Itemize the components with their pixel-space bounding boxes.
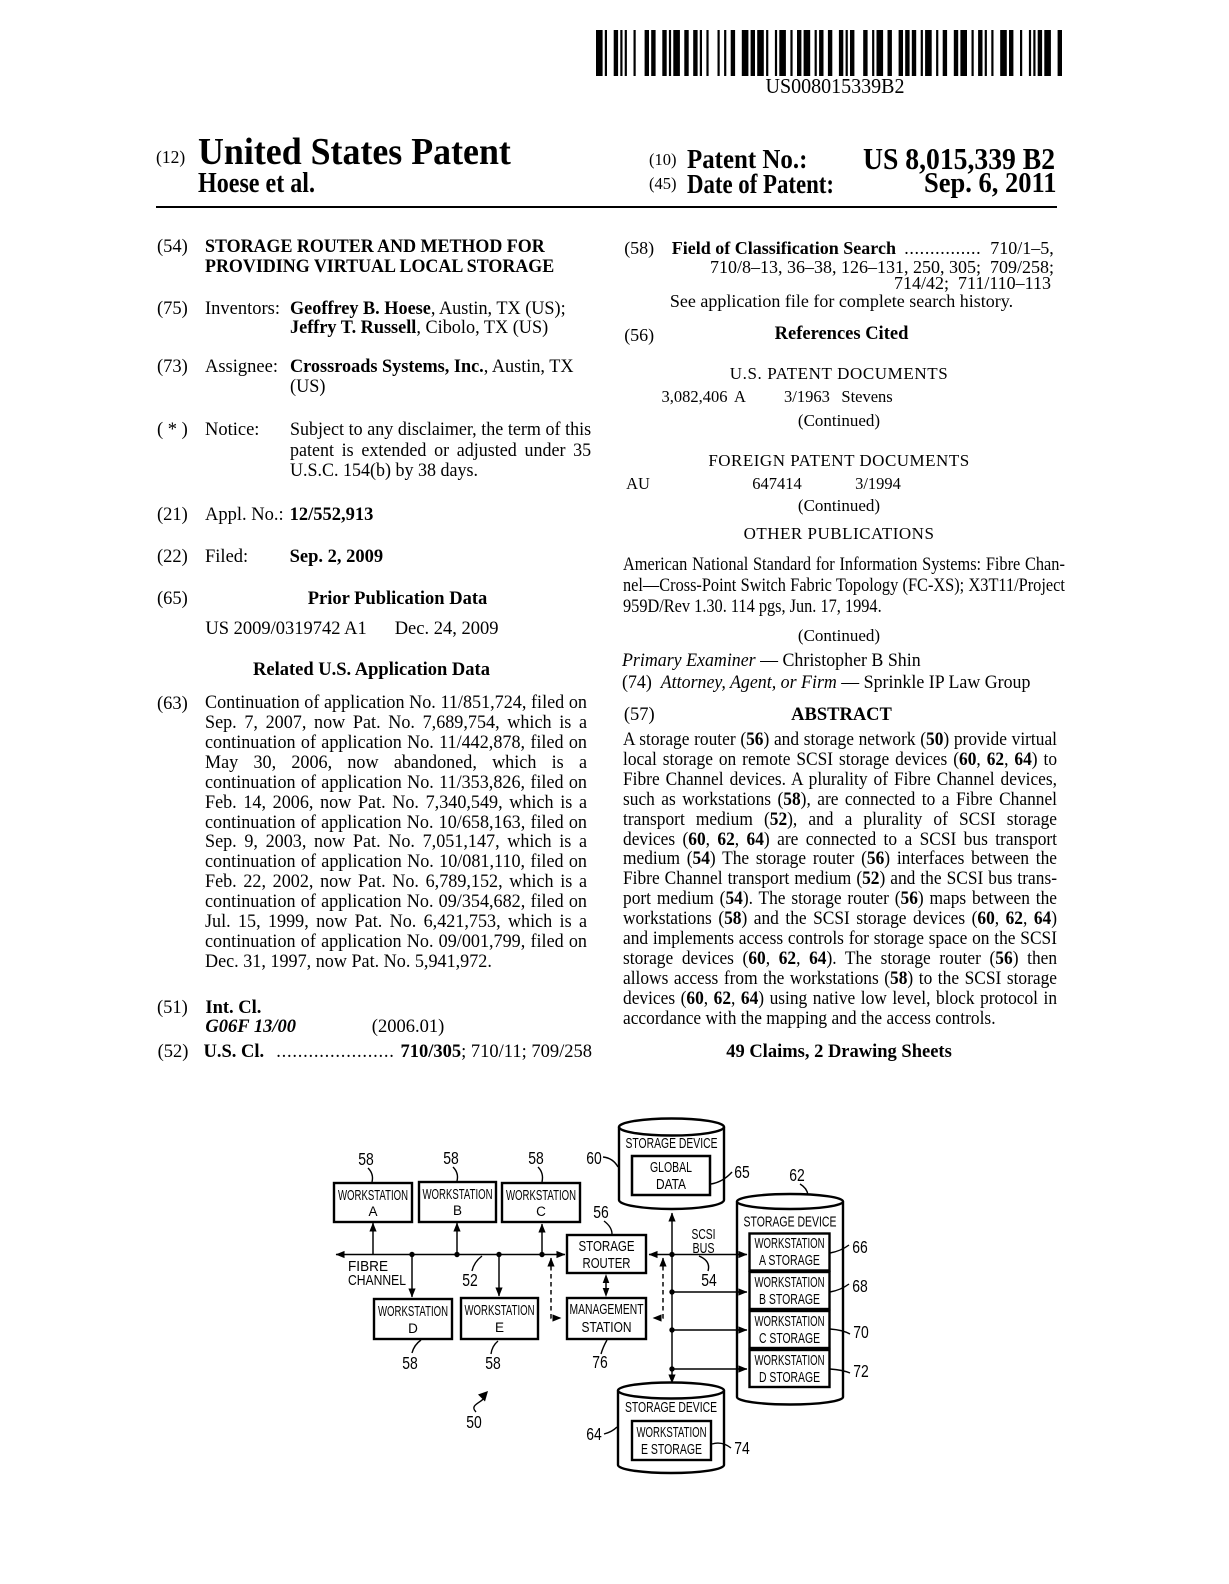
svg-text:76: 76	[592, 1352, 608, 1372]
svg-text:WORKSTATION: WORKSTATION	[637, 1425, 707, 1441]
svg-text:CHANNEL: CHANNEL	[348, 1273, 406, 1289]
svg-text:56: 56	[593, 1202, 609, 1222]
svg-text:STORAGE: STORAGE	[579, 1239, 635, 1255]
svg-text:64: 64	[586, 1424, 602, 1444]
svg-text:WORKSTATION: WORKSTATION	[506, 1188, 576, 1204]
svg-text:72: 72	[853, 1361, 869, 1381]
svg-text:65: 65	[734, 1162, 750, 1182]
svg-text:C STORAGE: C STORAGE	[759, 1331, 820, 1347]
svg-text:E STORAGE: E STORAGE	[641, 1442, 702, 1458]
svg-text:B: B	[453, 1203, 462, 1218]
svg-text:E: E	[495, 1320, 504, 1335]
svg-text:58: 58	[402, 1353, 418, 1373]
svg-text:WORKSTATION: WORKSTATION	[378, 1304, 448, 1320]
svg-text:A STORAGE: A STORAGE	[759, 1253, 820, 1269]
svg-text:BUS: BUS	[693, 1241, 715, 1257]
svg-text:SCSI: SCSI	[692, 1227, 716, 1243]
svg-text:WORKSTATION: WORKSTATION	[465, 1303, 535, 1319]
svg-text:ROUTER: ROUTER	[583, 1256, 631, 1272]
svg-text:C: C	[536, 1204, 546, 1219]
svg-text:STORAGE DEVICE: STORAGE DEVICE	[626, 1136, 718, 1152]
svg-text:62: 62	[789, 1165, 805, 1185]
svg-text:US008015339B2: US008015339B2	[766, 74, 905, 98]
svg-text:58: 58	[485, 1353, 501, 1373]
svg-text:WORKSTATION: WORKSTATION	[755, 1275, 825, 1291]
svg-text:50: 50	[466, 1412, 482, 1432]
svg-text:52: 52	[462, 1270, 478, 1290]
svg-text:54: 54	[701, 1270, 717, 1290]
svg-text:STATION: STATION	[582, 1320, 632, 1336]
svg-text:WORKSTATION: WORKSTATION	[338, 1188, 408, 1204]
svg-text:STORAGE DEVICE: STORAGE DEVICE	[744, 1215, 837, 1231]
svg-text:WORKSTATION: WORKSTATION	[755, 1236, 825, 1252]
svg-text:70: 70	[853, 1322, 869, 1342]
svg-text:WORKSTATION: WORKSTATION	[755, 1314, 825, 1330]
svg-text:58: 58	[528, 1148, 544, 1168]
svg-text:58: 58	[443, 1148, 459, 1168]
svg-text:STORAGE DEVICE: STORAGE DEVICE	[625, 1400, 717, 1416]
svg-text:WORKSTATION: WORKSTATION	[423, 1187, 493, 1203]
svg-text:B STORAGE: B STORAGE	[759, 1292, 820, 1308]
svg-text:GLOBAL: GLOBAL	[650, 1160, 692, 1176]
svg-text:DATA: DATA	[656, 1177, 686, 1193]
svg-text:A: A	[368, 1204, 377, 1219]
svg-text:FIBRE: FIBRE	[348, 1259, 388, 1275]
svg-text:66: 66	[852, 1237, 868, 1257]
svg-text:WORKSTATION: WORKSTATION	[755, 1353, 825, 1369]
svg-text:60: 60	[586, 1148, 602, 1168]
svg-text:58: 58	[358, 1149, 374, 1169]
svg-text:MANAGEMENT: MANAGEMENT	[570, 1302, 644, 1318]
svg-text:68: 68	[852, 1276, 868, 1296]
svg-text:D: D	[408, 1321, 418, 1336]
svg-text:74: 74	[734, 1438, 750, 1458]
svg-text:D STORAGE: D STORAGE	[759, 1370, 820, 1386]
